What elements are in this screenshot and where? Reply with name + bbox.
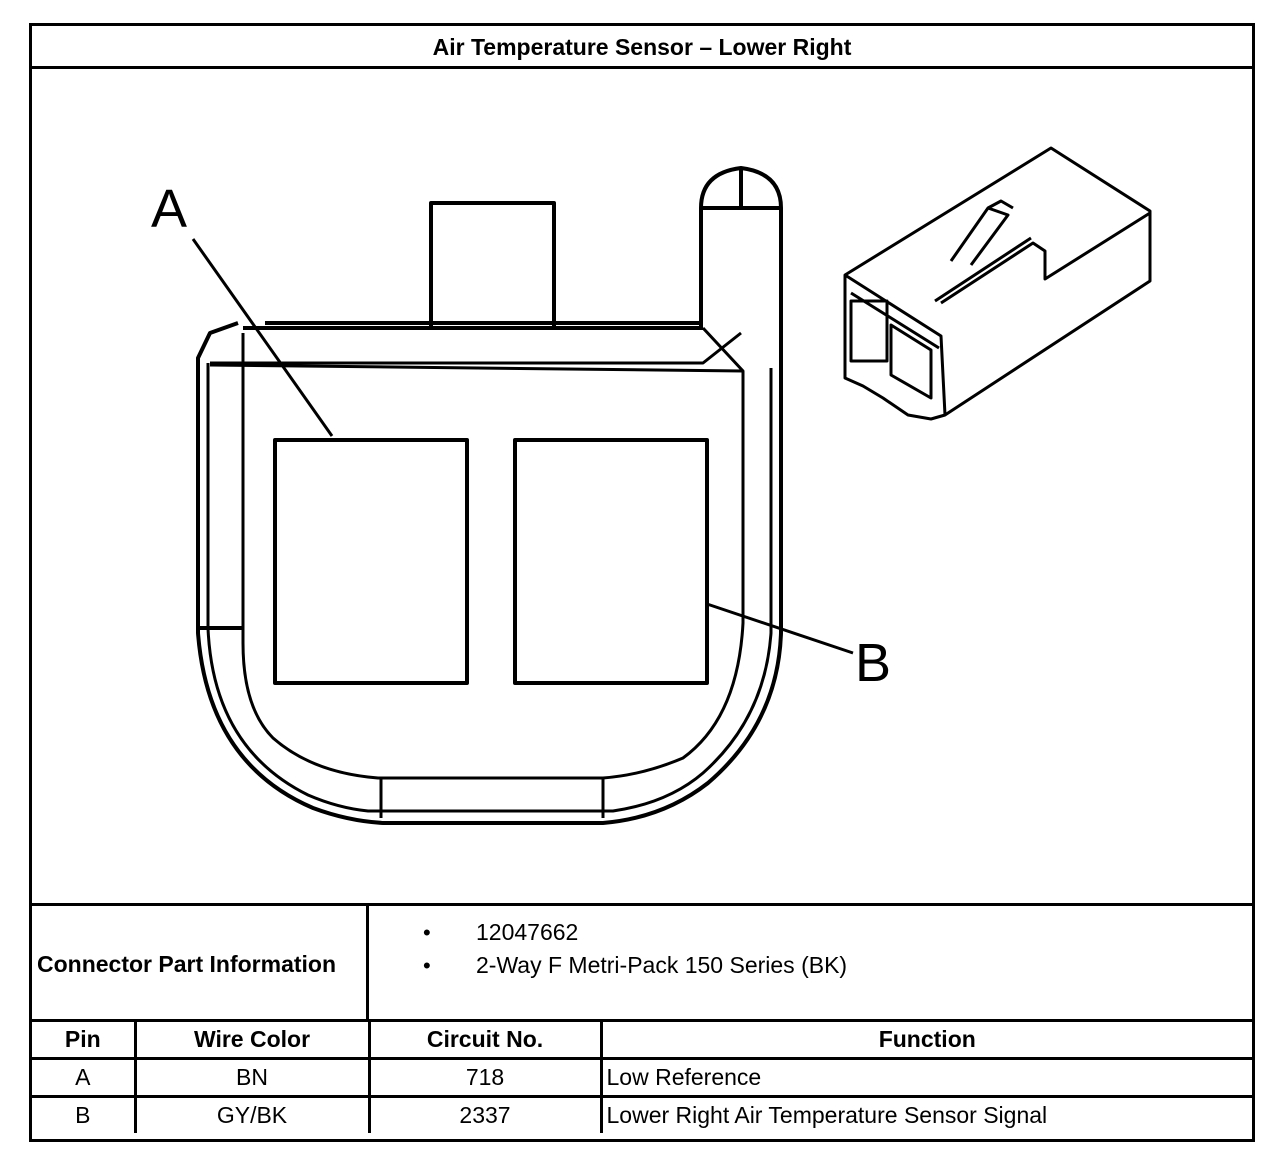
pin-table: Pin Wire Color Circuit No. Function A BN… [32, 1019, 1252, 1133]
diagram-title: Air Temperature Sensor – Lower Right [32, 26, 1252, 69]
part-info-item: • 2-Way F Metri-Pack 150 Series (BK) [372, 949, 847, 982]
part-description: 2-Way F Metri-Pack 150 Series (BK) [476, 952, 848, 978]
header-wire-color: Wire Color [133, 1019, 371, 1060]
table-row: A BN 718 Low Reference [32, 1057, 1252, 1098]
bullet-icon: • [423, 953, 431, 978]
leader-a [191, 238, 334, 437]
connector-part-info-row: Connector Part Information • 12047662 • … [32, 903, 1252, 1022]
cavity-a [273, 438, 469, 685]
wire-color-cell: GY/BK [133, 1095, 371, 1133]
header-pin: Pin [32, 1019, 137, 1060]
leader-b [706, 602, 854, 655]
bullet-icon: • [423, 920, 431, 945]
header-function: Function [599, 1019, 1252, 1060]
connector-frame: Air Temperature Sensor – Lower Right [29, 23, 1255, 1142]
pin-cell: A [32, 1057, 137, 1098]
connector-part-info-label: Connector Part Information [32, 906, 369, 1022]
cavity-b [513, 438, 709, 685]
function-cell: Lower Right Air Temperature Sensor Signa… [599, 1095, 1252, 1133]
top-tab [429, 201, 556, 328]
outer-body [196, 321, 783, 825]
label-a: A [151, 179, 187, 239]
table-row: B GY/BK 2337 Lower Right Air Temperature… [32, 1095, 1252, 1133]
circuit-no-cell: 2337 [367, 1095, 603, 1133]
connector-drawing: A B [32, 69, 1252, 903]
part-info-item: • 12047662 [372, 916, 847, 949]
connector-face-svg: A B [151, 146, 1152, 825]
header-circuit-no: Circuit No. [367, 1019, 603, 1060]
wire-color-cell: BN [133, 1057, 371, 1098]
label-b: B [855, 633, 891, 693]
part-number: 12047662 [476, 919, 579, 945]
pin-table-header: Pin Wire Color Circuit No. Function [32, 1019, 1252, 1060]
pin-cell: B [32, 1095, 137, 1133]
circuit-no-cell: 718 [367, 1057, 603, 1098]
connector-iso-view [843, 146, 1152, 421]
function-cell: Low Reference [599, 1057, 1252, 1098]
connector-part-info-list: • 12047662 • 2-Way F Metri-Pack 150 Seri… [372, 916, 847, 982]
